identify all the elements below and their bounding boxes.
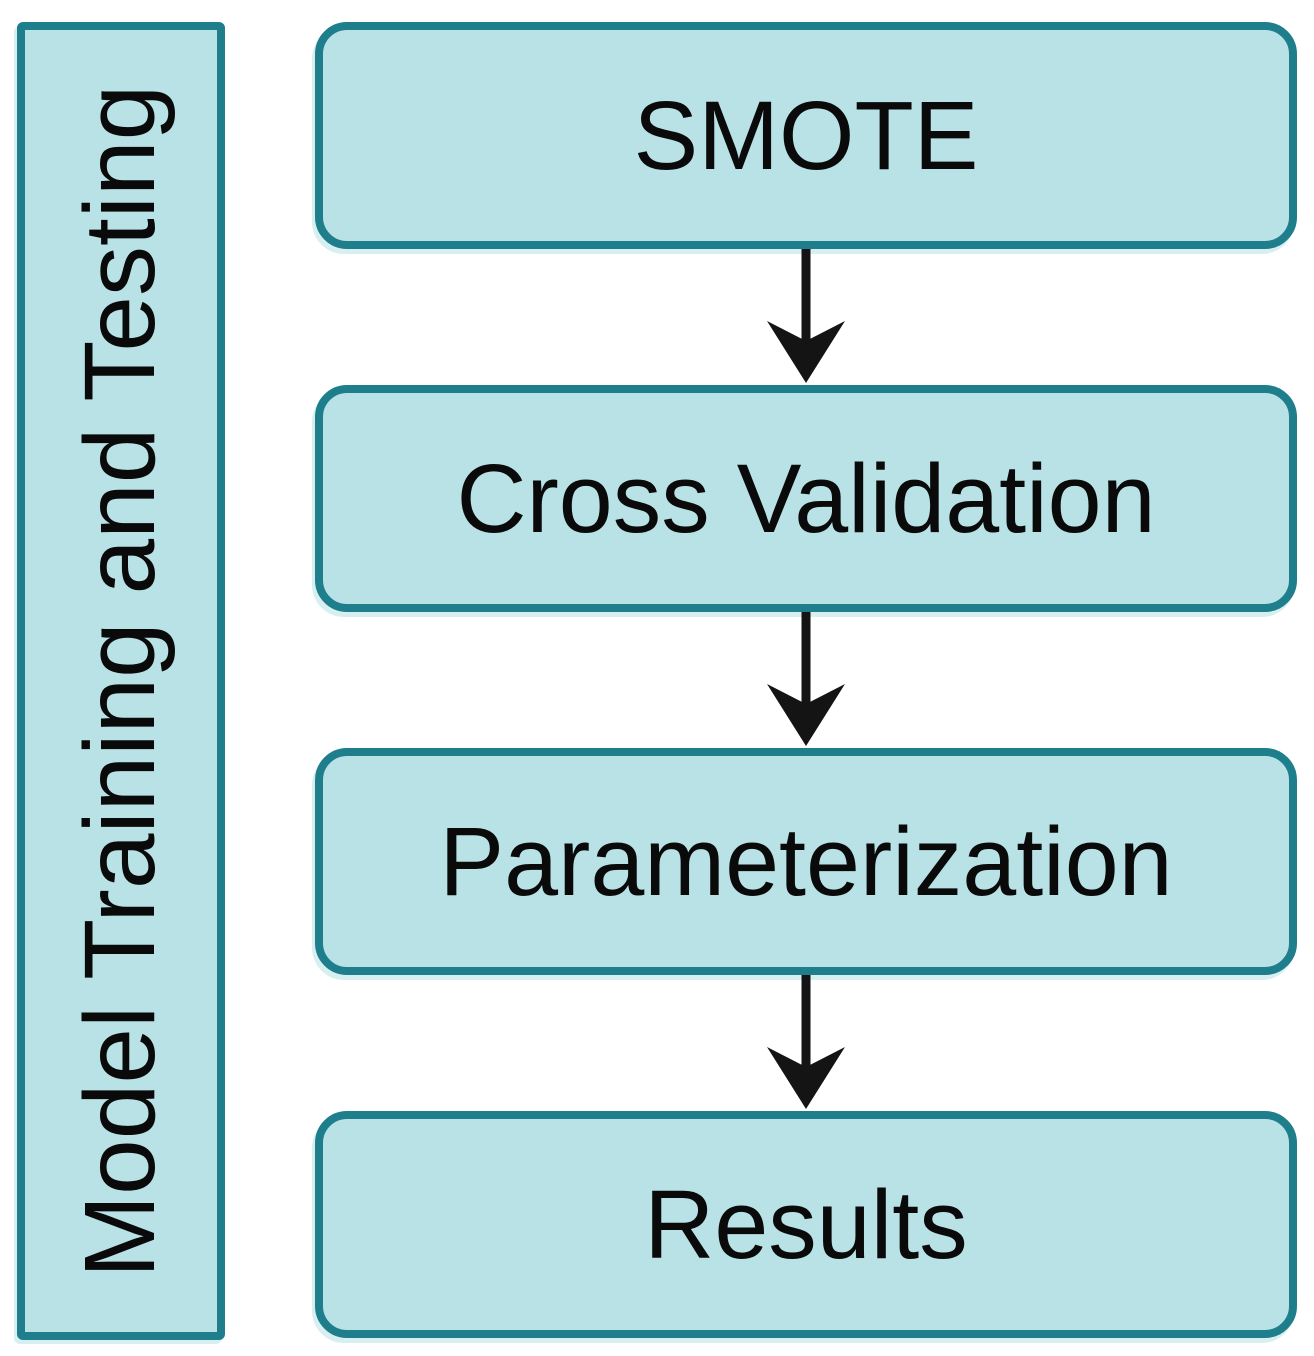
- flow-node-results: Results: [315, 1111, 1297, 1338]
- arrow-down-icon: [767, 975, 845, 1109]
- flow-node-cross-validation: Cross Validation: [315, 385, 1297, 612]
- arrow-down-icon: [767, 612, 845, 746]
- connector-1: [315, 249, 1297, 385]
- connector-2: [315, 612, 1297, 748]
- sidebar-group-label: Model Training and Testing: [17, 22, 225, 1340]
- sidebar-group-label-text: Model Training and Testing: [64, 84, 177, 1278]
- flow-node-smote: SMOTE: [315, 22, 1297, 249]
- flow-column: SMOTE Cross Validation Parameterization …: [315, 22, 1297, 1338]
- arrow-down-icon: [767, 249, 845, 383]
- flow-node-parameterization: Parameterization: [315, 748, 1297, 975]
- connector-3: [315, 975, 1297, 1111]
